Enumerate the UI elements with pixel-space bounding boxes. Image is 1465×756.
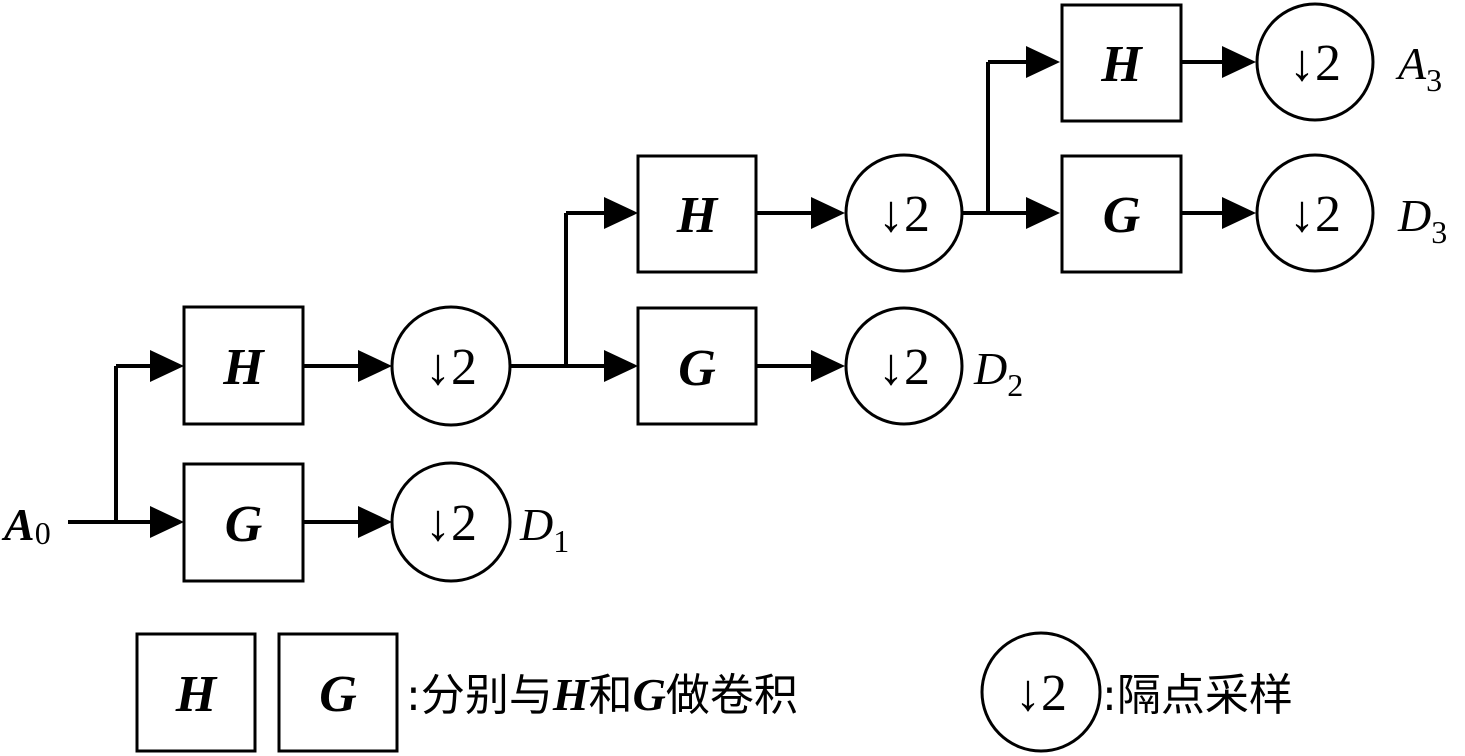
svg-text:↓2: ↓2 xyxy=(878,339,930,396)
svg-text:↓2: ↓2 xyxy=(1289,35,1341,92)
filter-box-g1 xyxy=(182,462,305,583)
filter-box-h2 xyxy=(636,154,758,274)
filter-label-h3: H xyxy=(1100,36,1143,93)
signal-label-d1: D1 xyxy=(519,499,569,559)
filter-box-g3 xyxy=(1060,154,1183,274)
svg-text:↓2: ↓2 xyxy=(425,339,477,396)
arrowhead xyxy=(1222,46,1256,78)
arrowhead xyxy=(811,197,845,229)
svg-text:↓2: ↓2 xyxy=(1015,665,1067,722)
downsample-node-2a: ↓2 xyxy=(844,153,964,273)
legend-box-h xyxy=(135,632,257,753)
arrowhead xyxy=(604,350,638,382)
arrowhead xyxy=(1222,197,1256,229)
arrowhead xyxy=(150,350,184,382)
signal-label-d2: D2 xyxy=(973,343,1023,403)
filter-label-h1: H xyxy=(222,339,265,396)
arrowhead xyxy=(811,350,845,382)
arrowhead xyxy=(358,350,392,382)
legend-downsample-node: ↓2 xyxy=(980,631,1102,753)
legend: H G :分别与H和G做卷积 ↓2 :隔点采样 xyxy=(135,631,1293,753)
arrowhead xyxy=(1026,46,1060,78)
filter-label-g3: G xyxy=(1103,187,1141,244)
signal-label-a3: A3 xyxy=(1395,38,1442,98)
arrowhead xyxy=(1026,197,1060,229)
filter-box-g2 xyxy=(636,306,758,426)
svg-text:↓2: ↓2 xyxy=(878,186,930,243)
svg-text:↓2: ↓2 xyxy=(1289,186,1341,243)
downsample-node-3b: ↓2 xyxy=(1255,153,1375,273)
legend-convolution-text: :分别与H和G做卷积 xyxy=(406,669,798,721)
filter-box-h1 xyxy=(182,305,305,426)
arrowhead xyxy=(604,197,638,229)
filter-box-h3 xyxy=(1060,3,1183,123)
downsample-node-2b: ↓2 xyxy=(844,306,964,426)
legend-box-g xyxy=(277,632,399,753)
legend-downsample-text: :隔点采样 xyxy=(1102,670,1293,721)
downsample-node-3a: ↓2 xyxy=(1255,2,1375,122)
arrowhead xyxy=(150,506,184,538)
filter-label-g2: G xyxy=(678,340,716,397)
filter-label-h2: H xyxy=(676,187,719,244)
downsample-node-1a: ↓2 xyxy=(390,305,512,427)
svg-text:↓2: ↓2 xyxy=(425,495,477,552)
signal-label-a0: A0 xyxy=(1,499,51,551)
signal-label-d3: D3 xyxy=(1397,190,1447,250)
filter-label-g1: G xyxy=(225,496,263,553)
legend-label-h: H xyxy=(175,666,218,723)
downsample-node-1b: ↓2 xyxy=(390,461,512,583)
legend-label-g: G xyxy=(319,666,357,723)
arrowhead xyxy=(358,506,392,538)
